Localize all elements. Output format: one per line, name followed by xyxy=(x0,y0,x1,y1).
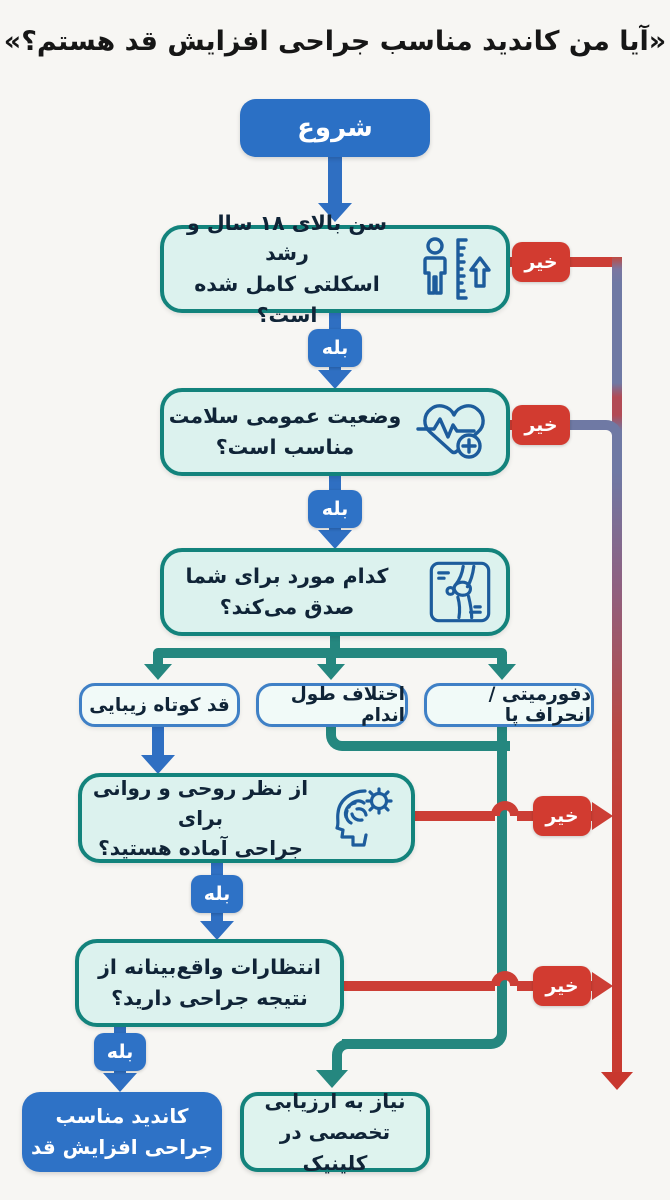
outcome-clinic-evaluation-box: نیاز به ارزیابی تخصصی در کلینیک xyxy=(240,1089,430,1175)
question-text-mental: از نظر روحی و روانی برای جراحی آماده هست… xyxy=(82,776,319,860)
yes-badge-q4: بله xyxy=(191,875,243,913)
connector-deformity-vertical xyxy=(497,727,507,1013)
arrowhead-cosmetic-down xyxy=(141,755,175,774)
question-case-line1: کدام مورد برای شما xyxy=(185,564,389,589)
connector-start-down xyxy=(328,155,342,205)
question-box-expectations: انتظارات واقع‌بینانه از نتیجه جراحی داری… xyxy=(75,939,344,1027)
connector-clinic-stub xyxy=(332,1058,342,1072)
arrowhead-q4-yes xyxy=(200,921,234,940)
connector-q2-no-elbow xyxy=(560,420,622,446)
connector-clinic-elbow-left xyxy=(332,1039,358,1065)
outcome-clinic-line1: نیاز به ارزیابی xyxy=(264,1088,406,1113)
connector-limb-merge xyxy=(326,727,510,751)
yes-badge-q1: بله xyxy=(308,329,362,367)
option-limb-length-discrepancy: اختلاف طول اندام xyxy=(256,683,408,727)
question-mental-line1: از نظر روحی و روانی برای xyxy=(92,776,309,830)
question-case-line2: صدق می‌کند؟ xyxy=(219,595,355,619)
question-box-case: کدام مورد برای شما صدق می‌کند؟ xyxy=(160,548,510,636)
question-box-health: وضعیت عمومی سلامت مناسب است؟ xyxy=(160,388,510,476)
connector-split-right xyxy=(497,652,507,665)
question-health-line2: مناسب است؟ xyxy=(215,435,355,459)
connector-split-stub xyxy=(330,636,340,653)
arrowhead-split-right xyxy=(488,664,516,680)
person-height-icon xyxy=(418,236,494,302)
question-box-mental: از نظر روحی و روانی برای جراحی آماده هست… xyxy=(78,773,415,863)
brain-gear-icon xyxy=(325,785,399,851)
question-age-line2: اسکلتی کامل شده است؟ xyxy=(194,272,380,327)
no-badge-q2: خیر xyxy=(512,405,570,445)
arrowhead-q1-yes xyxy=(318,370,352,389)
no-badge-q1: خیر xyxy=(512,242,570,282)
no-badge-q5: خیر xyxy=(533,966,591,1006)
heart-ecg-icon xyxy=(414,398,494,466)
outcome-clinic-line2: تخصصی در کلینیک xyxy=(279,1119,391,1175)
question-health-line1: وضعیت عمومی سلامت xyxy=(168,404,402,429)
arrowhead-not-candidate xyxy=(601,1072,633,1090)
outcome-candidate-line1: کاندید مناسب xyxy=(55,1104,189,1128)
arrowhead-split-left xyxy=(144,664,172,680)
yes-badge-q5: بله xyxy=(94,1033,146,1071)
connector-cosmetic-down xyxy=(152,727,164,759)
outcome-candidate-box: کاندید مناسب جراحی افزایش قد xyxy=(22,1092,222,1172)
arrowhead-q4-no xyxy=(592,802,613,830)
no-badge-q4: خیر xyxy=(533,796,591,836)
question-age-line1: سن بالای ۱۸ سال و رشد xyxy=(186,210,388,266)
connector-no-vertical xyxy=(612,257,622,1075)
arrowhead-clinic xyxy=(316,1070,348,1088)
question-expectations-line2: نتیجه جراحی دارید؟ xyxy=(111,986,308,1010)
question-text-age: سن بالای ۱۸ سال و رشد اسکلتی کامل شده اس… xyxy=(164,211,410,327)
arrowhead-q5-no xyxy=(592,972,613,1000)
arrowhead-start-down xyxy=(318,203,352,222)
question-text-expectations: انتظارات واقع‌بینانه از نتیجه جراحی داری… xyxy=(79,943,340,1023)
connector-clinic-elbow-right xyxy=(342,1012,507,1049)
connector-q4-no-hop xyxy=(491,801,519,816)
outcome-candidate-line2: جراحی افزایش قد xyxy=(31,1135,213,1159)
connector-q5-no-a xyxy=(344,981,495,991)
yes-badge-q2: بله xyxy=(308,490,362,528)
question-text-case: کدام مورد برای شما صدق می‌کند؟ xyxy=(164,552,410,632)
question-mental-line2: جراحی آماده هستید؟ xyxy=(98,836,303,860)
arrowhead-q2-yes xyxy=(318,530,352,549)
knee-xray-icon xyxy=(426,558,494,626)
question-box-age: سن بالای ۱۸ سال و رشد اسکلتی کامل شده اس… xyxy=(160,211,510,327)
question-expectations-line1: انتظارات واقع‌بینانه از xyxy=(98,955,321,980)
connector-split-left xyxy=(153,652,163,665)
option-deformity-leg-deviation: دفورمیتی / انحراف پا xyxy=(424,683,594,727)
connector-split-mid xyxy=(326,652,336,665)
connector-q5-no-hop xyxy=(491,971,519,986)
page-title: «آیا من کاندید مناسب جراحی افزایش قد هست… xyxy=(3,26,667,57)
start-node: شروع xyxy=(240,99,430,157)
option-cosmetic-short-stature: قد کوتاه زیبایی xyxy=(79,683,240,727)
arrowhead-split-mid xyxy=(317,664,345,680)
question-text-health: وضعیت عمومی سلامت مناسب است؟ xyxy=(164,392,406,472)
connector-q4-no-a xyxy=(415,811,495,821)
arrowhead-q5-yes xyxy=(103,1073,137,1092)
